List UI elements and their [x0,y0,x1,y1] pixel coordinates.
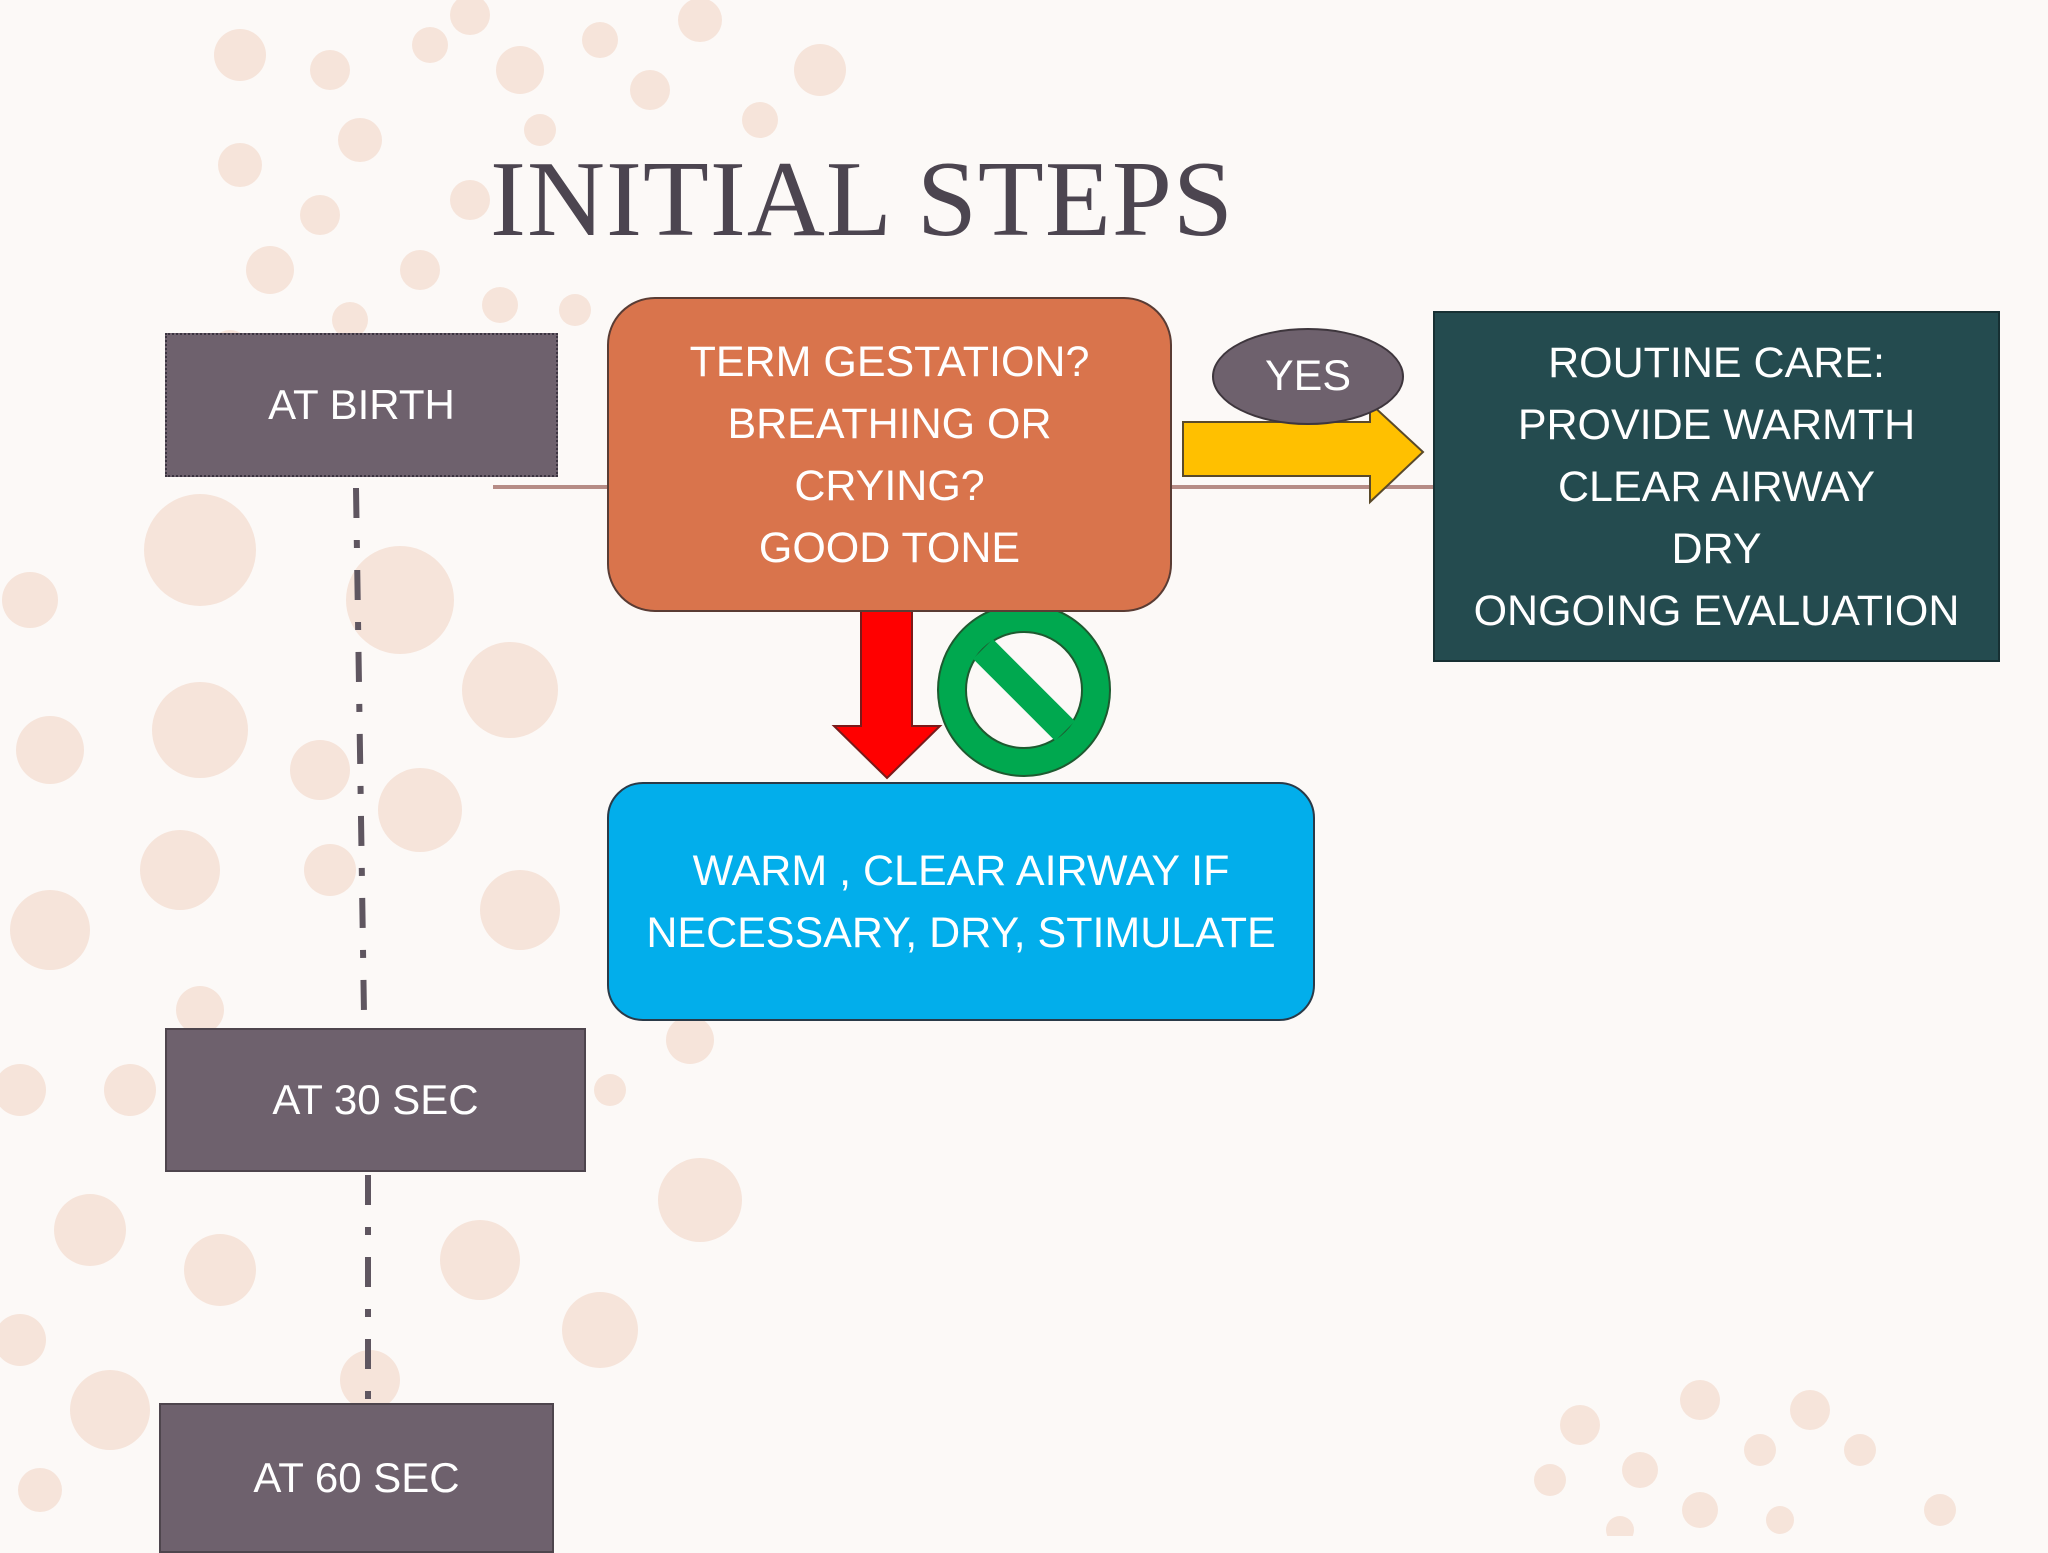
warm-box-line: WARM , CLEAR AIRWAY IF [692,846,1230,895]
decision-line: CRYING? [794,461,985,510]
routine-care-line: ROUTINE CARE: [1548,338,1885,387]
timeline-line [353,487,371,1400]
routine-care-line: DRY [1671,524,1762,573]
routine-care-line: ONGOING EVALUATION [1473,586,1960,635]
down-arrow-icon [831,609,943,780]
prohibited-icon [937,603,1111,777]
timeline-at-30-sec: AT 30 SEC [165,1028,586,1172]
yes-label: YES [1212,328,1404,425]
routine-care-box: ROUTINE CARE: PROVIDE WARMTH CLEAR AIRWA… [1433,311,2000,662]
warm-box-line: NECESSARY, DRY, STIMULATE [646,908,1276,957]
warm-clear-airway-box: WARM , CLEAR AIRWAY IF NECESSARY, DRY, S… [607,782,1315,1021]
right-arrow-icon [1182,400,1425,505]
decision-line: GOOD TONE [758,523,1021,572]
decision-line: TERM GESTATION? [689,337,1090,386]
decision-box: TERM GESTATION? BREATHING OR CRYING? GOO… [607,297,1172,612]
decision-line: BREATHING OR [727,399,1052,448]
routine-care-line: PROVIDE WARMTH [1517,400,1916,449]
timeline-at-birth: AT BIRTH [165,333,558,477]
routine-care-line: CLEAR AIRWAY [1557,462,1876,511]
timeline-at-60-sec: AT 60 SEC [159,1403,554,1553]
page-title: INITIAL STEPS [490,140,1234,259]
